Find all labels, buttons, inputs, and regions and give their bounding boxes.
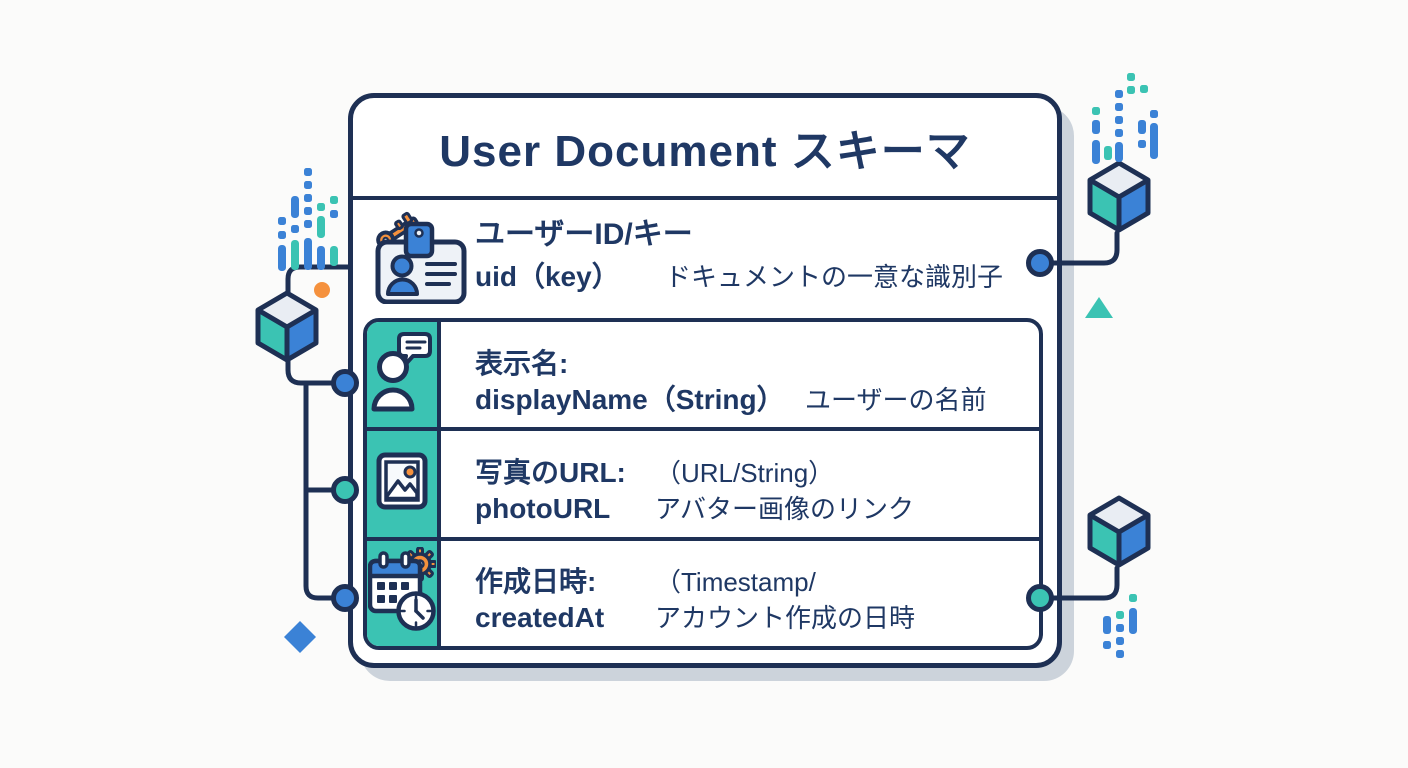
- id-card-key-icon: [366, 202, 468, 309]
- icon-cell: [367, 322, 441, 428]
- icon-cell: [367, 540, 441, 646]
- field-heading: 写真のURL:: [475, 456, 626, 488]
- pixel-bars-bottom-right: [1103, 594, 1137, 658]
- schema-card: User Document スキーマ: [348, 93, 1062, 668]
- field-name: photoURL: [475, 492, 611, 524]
- pixel-bars-left: [278, 168, 338, 271]
- field-name: uid（key）: [475, 261, 620, 292]
- blue-diamond-accent: [284, 621, 316, 653]
- orange-dot-accent: [314, 282, 330, 298]
- field-heading: 表示名:: [475, 347, 569, 379]
- calendar-gear-clock-icon: [367, 546, 438, 640]
- field-description: アバター画像のリンク: [655, 493, 914, 524]
- field-type: （URL/String）: [655, 457, 835, 488]
- field-row-createdat: 作成日時: （Timestamp/ createdAt アカウント作成の日時: [367, 536, 1039, 646]
- page-title: User Document スキーマ: [439, 127, 971, 176]
- title-bar: User Document スキーマ: [353, 98, 1057, 200]
- field-description: アカウント作成の日時: [655, 603, 916, 634]
- field-description: ドキュメントの一意な識別子: [665, 262, 1004, 292]
- cube-icon: [1090, 163, 1148, 230]
- field-description: ユーザーの名前: [805, 384, 987, 415]
- field-heading: ユーザーID/キー: [475, 218, 693, 251]
- field-row-displayname: 表示名: displayName（String） ユーザーの名前: [367, 322, 1039, 428]
- field-group: 表示名: displayName（String） ユーザーの名前: [363, 318, 1043, 650]
- field-name: displayName（String）: [475, 383, 785, 415]
- field-row-uid: ユーザーID/キー uid（key） ドキュメントの一意な識別子: [475, 214, 1003, 298]
- field-name: createdAt: [475, 602, 605, 634]
- person-chat-icon: [371, 331, 433, 418]
- field-heading: 作成日時:: [475, 566, 597, 598]
- field-row-photourl: 写真のURL: （URL/String） photoURL アバター画像のリンク: [367, 427, 1039, 537]
- field-type: （Timestamp/: [655, 567, 816, 598]
- icon-cell: [367, 431, 441, 537]
- teal-triangle-accent: [1085, 297, 1113, 318]
- photo-frame-icon: [376, 452, 428, 515]
- cube-icon: [258, 293, 316, 360]
- pixel-bars-top-right: [1092, 73, 1158, 164]
- cube-icon: [1090, 498, 1148, 565]
